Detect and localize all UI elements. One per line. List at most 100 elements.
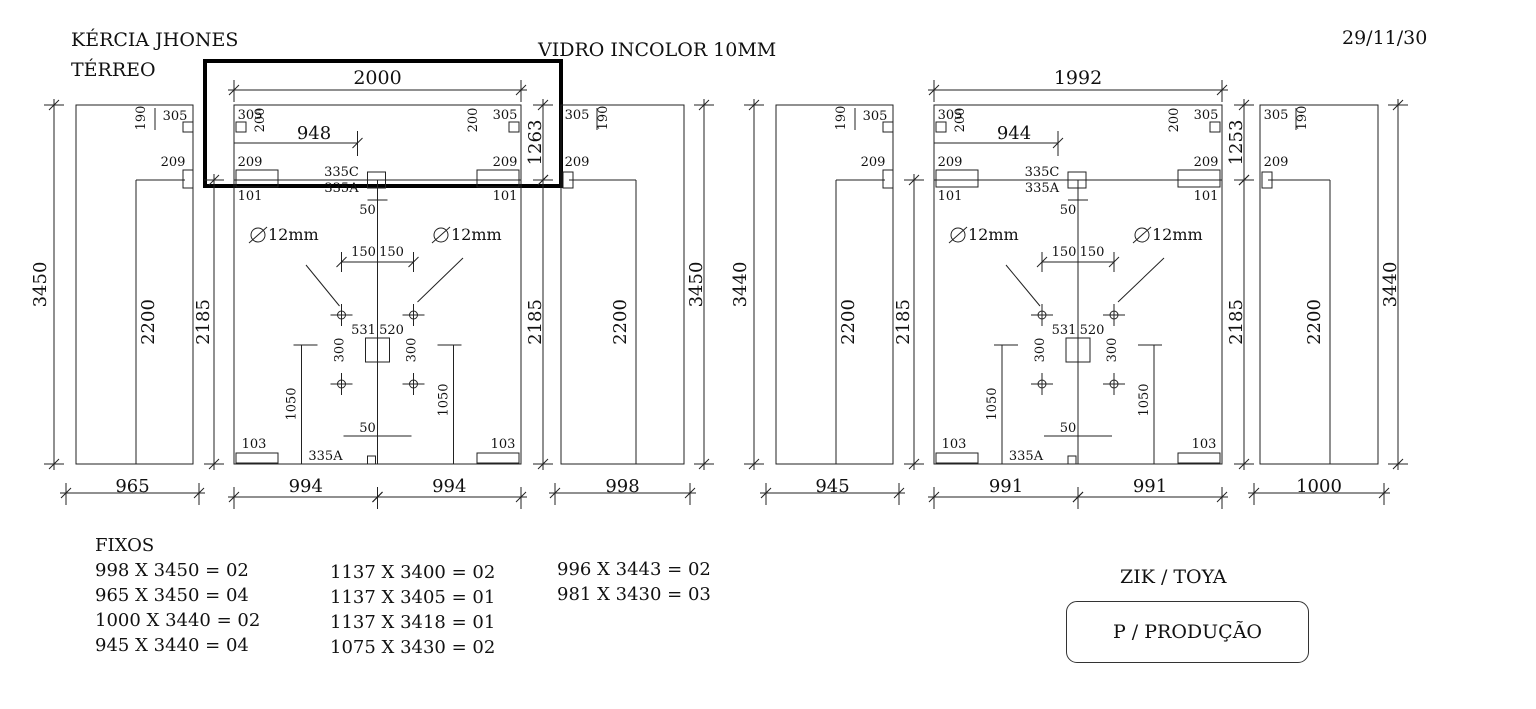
dimension-label: 50 — [1060, 203, 1077, 218]
dimension-label: 50 — [1060, 421, 1077, 436]
dimension-label: 1263 — [525, 120, 546, 166]
dimension-label: 3450 — [30, 262, 51, 308]
dimension-label: 2185 — [893, 299, 914, 345]
dimension-label: 190 — [1295, 106, 1310, 131]
dimension-label: 1050 — [985, 387, 1000, 420]
hole-circle — [1037, 310, 1047, 320]
dimension-label: 991 — [989, 476, 1023, 497]
dimension-label: 1000 — [1296, 476, 1342, 497]
top-left-marker — [235, 121, 247, 133]
hole-circle — [337, 310, 346, 320]
dimension-label: 209 — [938, 155, 963, 170]
hinge-top-box — [367, 171, 386, 189]
fixos-item: 1137 X 3418 = 01 — [330, 612, 496, 633]
dimension-label: 50 — [359, 421, 376, 436]
dimension-label: 101 — [1194, 189, 1219, 204]
diameter-icon-slash — [431, 226, 451, 244]
left-fixed-panel — [75, 104, 194, 465]
fixos-item: 945 X 3440 = 04 — [95, 635, 249, 656]
fixos-item: 1137 X 3405 = 01 — [330, 587, 496, 608]
diameter-label: 12mm — [948, 225, 1019, 244]
dimension-label: 2200 — [138, 299, 159, 345]
handle-box — [1065, 337, 1091, 363]
diameter-icon — [433, 227, 449, 243]
diameter-icon — [950, 227, 966, 243]
dimension-label: 209 — [1194, 155, 1219, 170]
hinge-bottom-box — [1067, 455, 1077, 465]
fixos-col-3: 996 X 3443 = 02 981 X 3430 = 03 — [557, 557, 711, 607]
dimension-label: 335C — [1025, 165, 1060, 180]
dimension-label: 150 — [379, 245, 404, 260]
top-left-notch — [935, 169, 979, 188]
dimension-label: 200 — [953, 108, 968, 133]
dimension-label: 2200 — [1304, 299, 1325, 345]
dimension-label: 1050 — [285, 387, 300, 420]
fixos-col-2: 1137 X 3400 = 02 1137 X 3405 = 01 1137 X… — [330, 560, 495, 660]
leader-line — [305, 264, 340, 307]
diameter-value: 12mm — [968, 225, 1019, 244]
dimension-label: 335C — [324, 165, 359, 180]
dimension-label: 335A — [1025, 181, 1060, 196]
dimension-label: 3440 — [730, 262, 751, 308]
bottom-right-notch — [1177, 452, 1221, 464]
dimension-label: 103 — [491, 437, 516, 452]
hinge-top-box — [1067, 171, 1087, 189]
dimension-label: 2200 — [838, 299, 859, 345]
dimension-label: 300 — [1105, 338, 1120, 363]
dimension-label: 209 — [161, 155, 186, 170]
dimension-label: 998 — [605, 476, 639, 497]
floor-label: TÉRREO — [71, 59, 156, 81]
dimension-label: 150 — [351, 245, 376, 260]
dimension-label: 200 — [466, 108, 481, 133]
right-hole-marker — [562, 171, 574, 189]
client-name: KÉRCIA JHONES — [71, 29, 239, 51]
dimension-label: 531 — [351, 323, 376, 338]
top-right-notch — [1177, 169, 1221, 188]
dimension-label: 531 — [1052, 323, 1077, 338]
dimension-label: 335A — [324, 181, 359, 196]
hole-circle — [1109, 379, 1119, 389]
diameter-icon — [1134, 227, 1150, 243]
fixos-item: 1137 X 3400 = 02 — [330, 562, 496, 583]
dimension-label: 103 — [942, 437, 967, 452]
bottom-right-notch — [476, 452, 520, 464]
hole-circle — [1109, 310, 1119, 320]
bottom-left-notch — [935, 452, 979, 464]
dimension-label: 520 — [379, 323, 404, 338]
right-hole-marker — [1261, 171, 1273, 189]
dimension-label: 948 — [297, 123, 331, 144]
dimension-label: 101 — [493, 189, 518, 204]
dimension-label: 944 — [997, 123, 1031, 144]
dimension-label: 209 — [565, 155, 590, 170]
hole-circle — [337, 379, 346, 389]
fixos-item: 965 X 3450 = 04 — [95, 585, 249, 606]
left-top-marker — [882, 121, 894, 133]
dimension-label: 103 — [242, 437, 267, 452]
dimension-label: 965 — [115, 476, 149, 497]
diameter-label: 12mm — [1132, 225, 1203, 244]
leader-line — [417, 257, 464, 303]
fixos-item: 996 X 3443 = 02 — [557, 559, 711, 580]
fixos-col-1: 998 X 3450 = 02 965 X 3450 = 04 1000 X 3… — [95, 558, 260, 658]
dimension-label: 2000 — [353, 67, 401, 89]
dimension-label: 150 — [1080, 245, 1105, 260]
handle-box — [365, 337, 390, 363]
dimension-label: 305 — [863, 109, 888, 124]
leader-line — [1117, 257, 1165, 303]
material-label: VIDRO INCOLOR 10MM — [538, 39, 777, 61]
diameter-icon — [250, 227, 266, 243]
top-left-notch — [235, 169, 279, 188]
diameter-value: 12mm — [1152, 225, 1203, 244]
date-label: 29/11/30 — [1342, 27, 1428, 49]
team-label: ZIK / TOYA — [1120, 566, 1227, 588]
hole-circle — [1037, 379, 1047, 389]
diameter-value: 12mm — [268, 225, 319, 244]
dimension-label: 101 — [238, 189, 263, 204]
dimension-label: 305 — [1194, 108, 1219, 123]
dimension-label: 994 — [289, 476, 323, 497]
dimension-label: 2200 — [610, 299, 631, 345]
diameter-icon-slash — [248, 226, 268, 244]
dimension-label: 50 — [359, 203, 376, 218]
dimension-label: 3440 — [1380, 262, 1401, 308]
dimension-label: 991 — [1133, 476, 1167, 497]
